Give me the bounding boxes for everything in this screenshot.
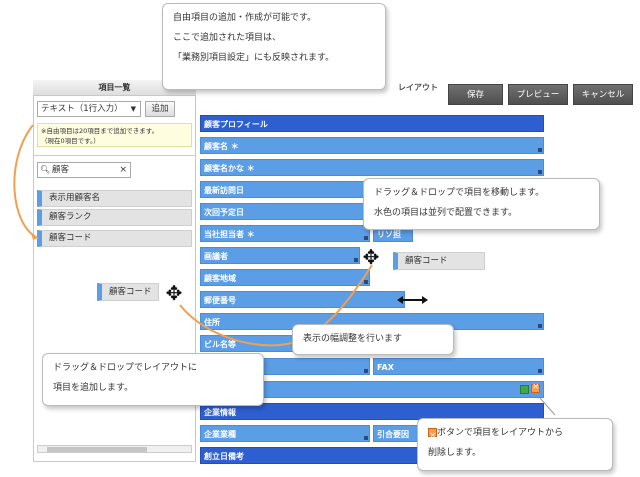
field-label: 顧客名かな ＊ [204, 164, 255, 173]
panel-divider [33, 155, 196, 156]
resize-handle[interactable] [538, 324, 542, 328]
callout-line: 削除します。 [428, 448, 482, 458]
field-zip[interactable]: 郵便番号 [200, 291, 405, 308]
notice-line-1: ※自由項目は20項目まで追加できます。 [41, 127, 159, 135]
list-item[interactable]: 表示用顧客名 [37, 190, 192, 207]
field-type-value: テキスト（1行入力） [41, 104, 123, 114]
field-label: 画議者 [204, 252, 228, 261]
callout-delete: ボタンで項目をレイアウトから 削除します。 [417, 418, 613, 471]
delete-button[interactable] [531, 382, 540, 394]
field-next-date[interactable]: 次回予定日 [200, 203, 370, 220]
field-customer-info[interactable]: 画議者 [200, 247, 360, 264]
field-label: 顧客名 ＊ [204, 142, 239, 151]
callout-text: ボタンで項目をレイアウトから [437, 428, 564, 438]
search-value: 顧客 [52, 165, 70, 175]
item-search-input[interactable]: 🔍︎ 顧客 × [37, 162, 131, 178]
layout-title: レイアウト [398, 83, 438, 92]
callout-line: ドラッグ＆ドロップで項目を移動します。 [374, 188, 545, 198]
move-cross-icon: ✥ [165, 281, 183, 305]
drag-chip-right[interactable]: 顧客コード [393, 252, 485, 270]
cancel-button[interactable]: キャンセル [573, 84, 633, 105]
chevron-down-icon: ▼ [130, 105, 136, 113]
edit-icon[interactable] [520, 385, 529, 394]
resize-handle[interactable] [538, 170, 542, 174]
field-label: 顧客地域 [204, 274, 236, 283]
callout-line: 表示の幅調整を行います [303, 334, 403, 344]
resize-handle[interactable] [538, 148, 542, 152]
limit-notice: ※自由項目は20項目まで追加できます。 （現在0項目です。） [37, 123, 192, 147]
callout-move: ドラッグ＆ドロップで項目を移動します。 水色の項目は並列で配置できます。 [363, 178, 600, 230]
field-building[interactable]: ビル名等 [200, 335, 300, 352]
resize-handle[interactable] [364, 369, 368, 373]
field-type-select[interactable]: テキスト（1行入力） ▼ [37, 101, 141, 117]
delete-icon [531, 382, 540, 393]
resize-handle[interactable] [364, 236, 368, 240]
callout-line: ドラッグ＆ドロップでレイアウトに [53, 363, 198, 373]
scrollbar-thumb[interactable] [47, 447, 147, 452]
callout-line: 項目を追加します。 [53, 383, 134, 393]
field-label: 最新訪問日 [204, 186, 244, 195]
notice-line-2: （現在0項目です。） [41, 137, 100, 145]
delete-icon [428, 426, 437, 446]
item-list-title: 項目一覧 [33, 80, 196, 96]
move-cross-icon: ✥ [362, 245, 380, 269]
resize-handle[interactable] [354, 258, 358, 262]
resize-handle[interactable] [364, 436, 368, 440]
callout-line: 「業務別項目設定」にも反映されます。 [173, 53, 335, 63]
list-item[interactable]: 顧客ランク [37, 209, 192, 226]
field-label: 当社担当者 ＊ [204, 230, 255, 239]
add-item-button[interactable]: 追加 [145, 101, 175, 117]
field-label: 企業業種 [204, 430, 236, 439]
save-button[interactable]: 保存 [448, 84, 503, 105]
panel-scrollbar[interactable] [37, 445, 192, 453]
list-item[interactable]: 顧客コード [37, 230, 192, 247]
field-owner[interactable]: 当社担当者 ＊ [200, 225, 370, 242]
field-fax[interactable]: FAX [373, 358, 544, 375]
callout-width: 表示の幅調整を行います [292, 324, 454, 355]
callout-line: 自由項目の追加・作成が可能です。 [173, 13, 317, 23]
field-label: 住所 [204, 318, 220, 327]
search-icon: 🔍︎ [40, 165, 51, 174]
callout-line: ここで追加された項目は、 [173, 33, 282, 43]
field-referral[interactable]: 引合要因 [373, 425, 418, 442]
drag-chip-left[interactable]: 顧客コード [97, 283, 159, 301]
callout-add-items: 自由項目の追加・作成が可能です。 ここで追加された項目は、 「業務別項目設定」に… [162, 3, 386, 90]
callout-drag-add: ドラッグ＆ドロップでレイアウトに 項目を追加します。 [42, 353, 264, 406]
section-profile[interactable]: 顧客プロフィール [200, 115, 544, 132]
resize-handle[interactable] [538, 369, 542, 373]
clear-search-icon[interactable]: × [119, 165, 127, 175]
field-label: FAX [377, 363, 394, 372]
field-area[interactable]: 顧客地域 [200, 269, 370, 286]
field-label: ビル名等 [204, 340, 236, 349]
field-label: 次回予定日 [204, 208, 244, 217]
preview-button[interactable]: プレビュー [508, 84, 568, 105]
field-industry[interactable]: 企業業種 [200, 425, 370, 442]
field-label: 郵便番号 [204, 296, 236, 305]
callout-line: 水色の項目は並列で配置できます。 [374, 208, 518, 218]
callout-line: ボタンで項目をレイアウトから [428, 423, 602, 446]
field-kana[interactable]: 顧客名かな ＊ [200, 159, 544, 176]
field-name[interactable]: 顧客名 ＊ [200, 137, 544, 154]
resize-handle[interactable] [364, 280, 368, 284]
